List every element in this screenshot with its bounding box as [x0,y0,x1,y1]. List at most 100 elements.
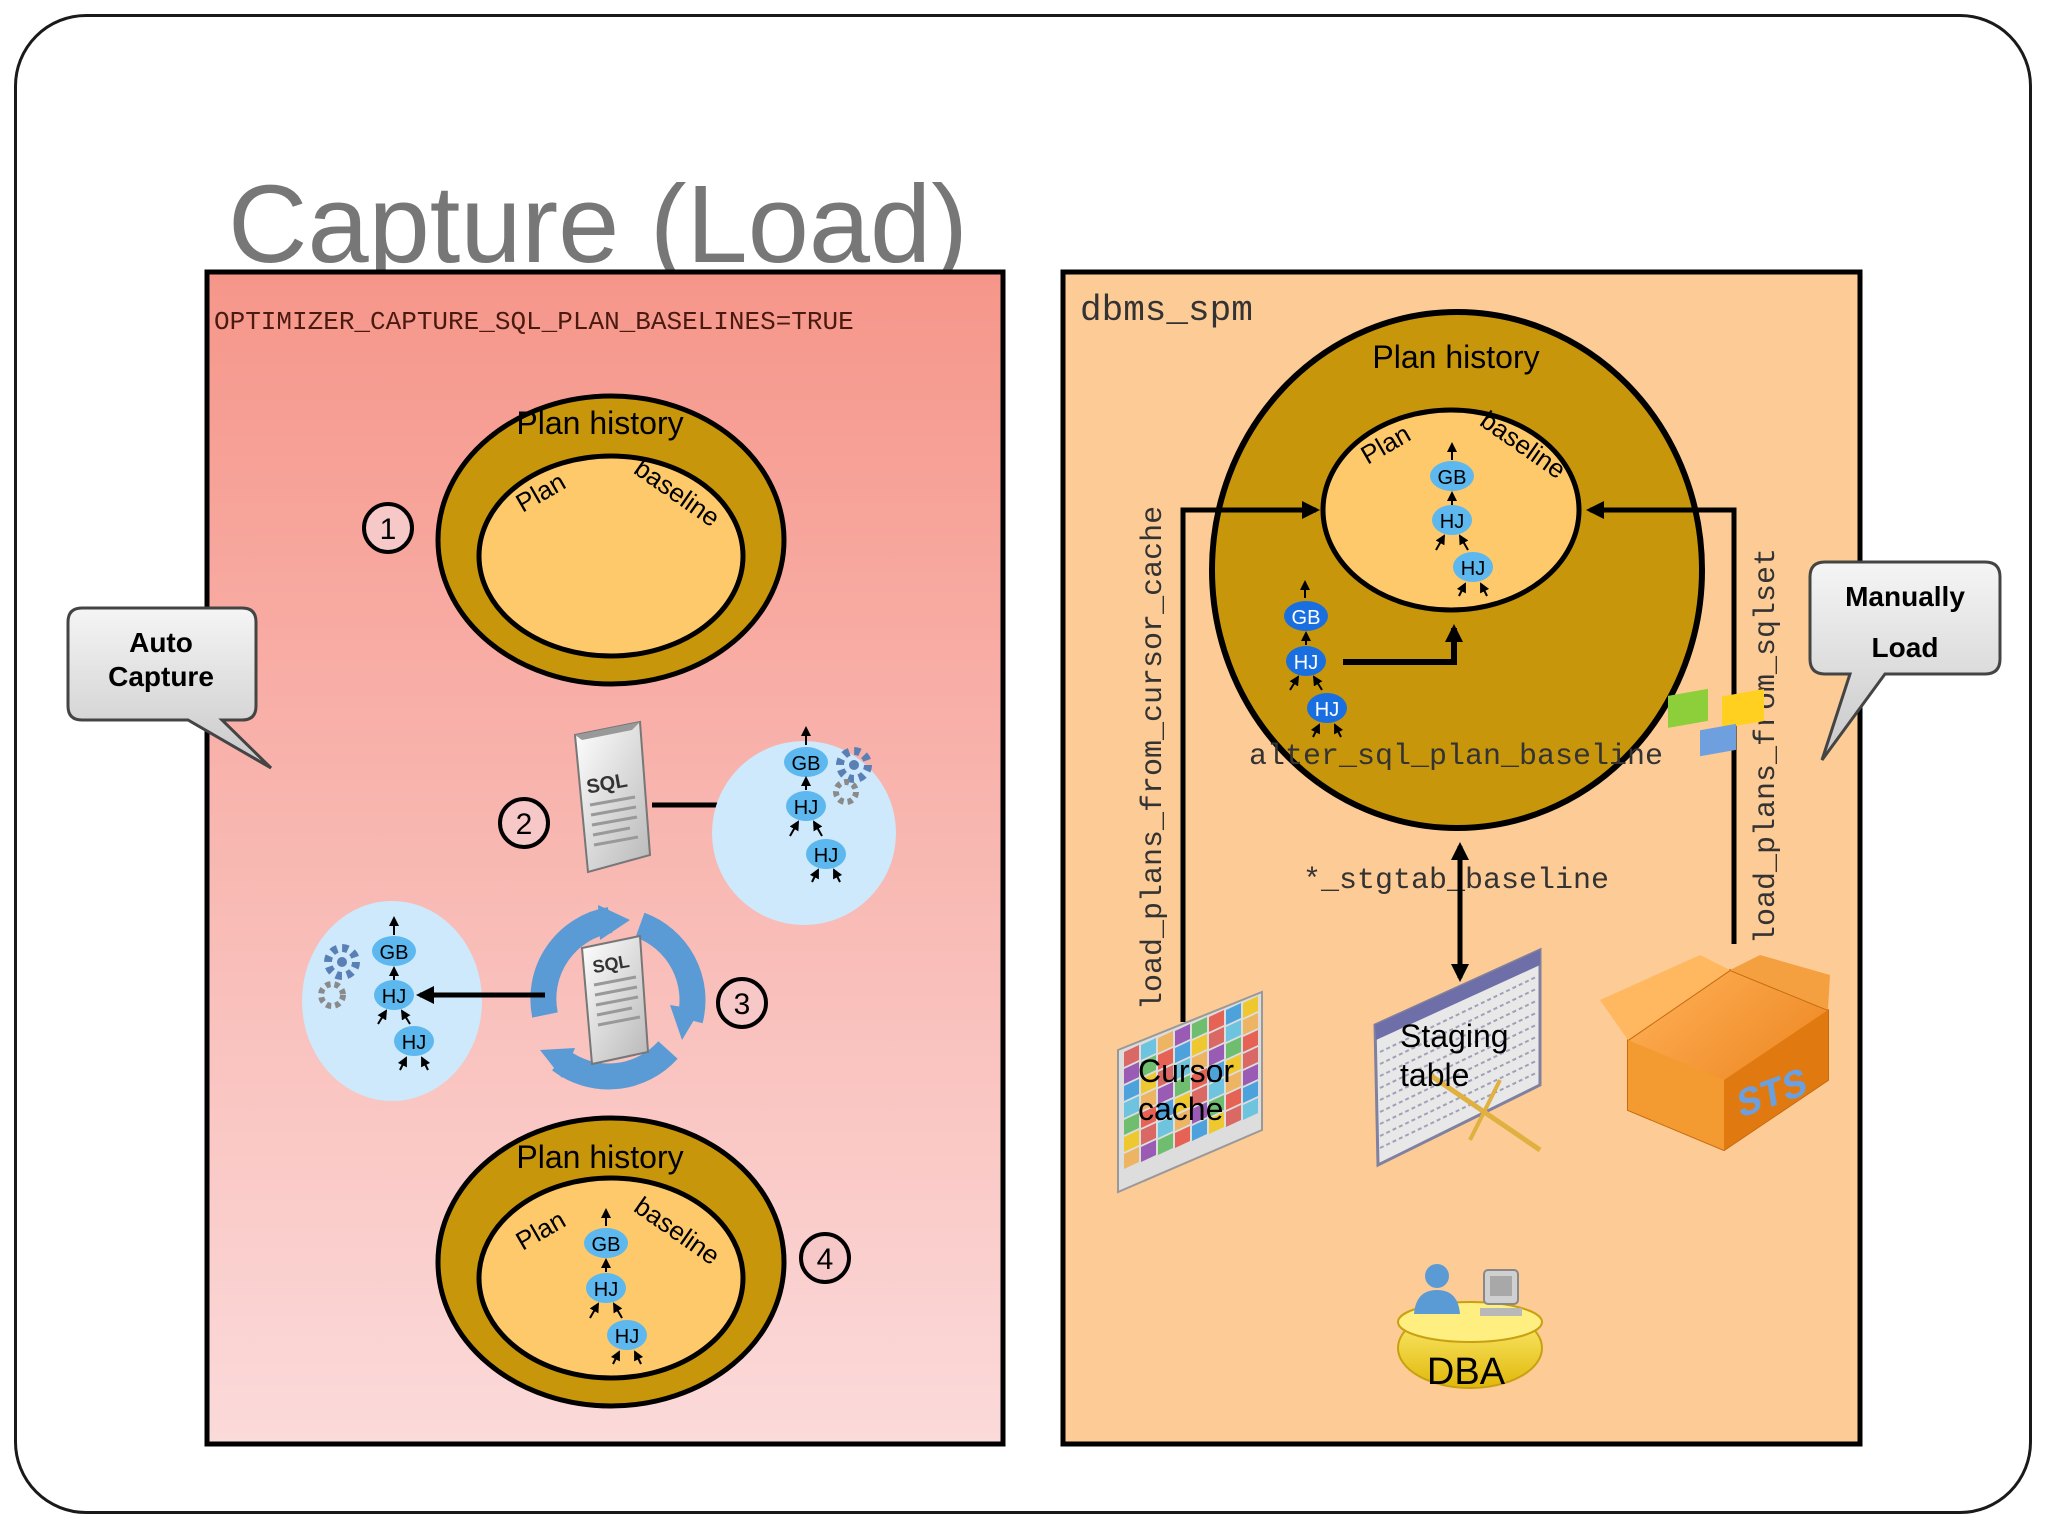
hj-node [1453,552,1493,582]
cache-cell [1226,1088,1241,1110]
computer-icon [1480,1269,1522,1316]
hj-node-label: HJ [615,1326,639,1348]
plan-baseline-area [476,453,746,659]
step-3-marker: 3 [716,977,768,1029]
history-plan-tree: GB HJ HJ [1284,580,1347,738]
cache-cell [1141,1038,1156,1060]
hj-node [607,1320,647,1350]
staging-table-label-2: table [1400,1057,1469,1093]
load-cursor-arrow [1180,501,1320,1022]
hj-node [1286,646,1326,676]
sts-box-icon: STS [1600,688,1830,1152]
plan-bubble-executed: GB HJ HJ [302,901,482,1101]
cache-cell [1141,1089,1156,1111]
staging-table-label-1: Staging [1400,1018,1509,1054]
slide-title: Capture (Load) [228,163,968,286]
gb-node [1430,461,1474,491]
cache-cell [1124,1079,1139,1101]
manual-load-label-2: Load [1872,632,1939,663]
cursor-cache-label-1: Cursor [1138,1053,1234,1089]
cursor-cache-icon: Cursor cache [1117,990,1263,1194]
table-row-line [1379,1012,1537,1089]
cache-cell [1158,1133,1173,1155]
person-icon [1414,1264,1460,1314]
hj-node [806,839,846,869]
load-sqlset-arrow [1586,501,1737,944]
cache-cell [1141,1123,1156,1145]
table-row-line [1379,1060,1537,1137]
package-name: dbms_spm [1080,290,1253,331]
manual-load-panel: dbms_spm Plan history Plan baseline GB H… [1060,269,1863,1447]
gb-node [1284,601,1328,631]
manual-load-label-1: Manually [1845,581,1965,612]
cache-cell [1175,1109,1190,1131]
table-row-line [1379,1072,1537,1149]
hj-node [786,791,826,821]
cache-cell [1243,1013,1258,1035]
plan-history-label: Plan history [1372,339,1539,375]
auto-capture-panel: OPTIMIZER_CAPTURE_SQL_PLAN_BASELINES=TRU… [204,269,1006,1447]
cache-cell [1124,1045,1139,1067]
cache-cell [1124,1113,1139,1135]
step-4-number: 4 [817,1243,834,1276]
cache-cell [1209,1027,1224,1049]
load-sqlset-label: load_plans_from_sqlset [1750,548,1784,944]
plan-bubble-parsed: GB HJ HJ [712,726,896,925]
gear-icon [318,944,360,1009]
step-3-number: 3 [734,988,751,1021]
dba-icon: DBA [1397,1264,1543,1393]
cache-cell [1175,1058,1190,1080]
table-row-line [1379,976,1537,1053]
step-4-marker: 4 [799,1232,851,1284]
manual-load-callout: Manually Load [1808,560,2002,761]
stgtab-baseline-label: *_stgtab_baseline [1303,864,1609,898]
auto-capture-callout: Auto Capture [66,606,273,770]
sql-execution-cycle-icon: SQL [530,905,706,1090]
table-row-line [1379,1036,1537,1113]
cache-cell [1226,1020,1241,1042]
hj-node [1307,693,1347,723]
hj-node-label: HJ [382,986,406,1008]
gb-node-label: GB [592,1234,621,1256]
cache-cell [1209,1095,1224,1117]
hj-node-label: HJ [794,797,818,819]
cache-cell [1124,1096,1139,1118]
cache-cell [1175,1092,1190,1114]
cache-cell [1226,1003,1241,1025]
cache-cell [1209,1044,1224,1066]
cache-cell [1175,1075,1190,1097]
cache-cell [1158,1116,1173,1138]
step-2-number: 2 [516,808,533,841]
accepted-plan-tree: GB HJ HJ [1430,442,1493,597]
step-2-marker: 2 [498,797,550,849]
cache-cell [1124,1062,1139,1084]
plan-history-label: Plan history [516,405,683,441]
cache-cell [1175,1041,1190,1063]
gb-node-label: GB [1438,467,1467,489]
hj-node [394,1026,434,1056]
plan-history-top: Plan history Plan baseline [435,393,787,687]
gb-node-label: GB [380,942,409,964]
cache-cell [1192,1017,1207,1039]
cache-cell [1243,1030,1258,1052]
hj-node [1432,505,1472,535]
hj-node-label: HJ [1294,652,1318,674]
gb-node [584,1228,628,1258]
hj-node-label: HJ [814,845,838,867]
cache-cell [1141,1072,1156,1094]
cache-cell [1209,1078,1224,1100]
hj-node-label: HJ [402,1032,426,1054]
cache-cell [1158,1065,1173,1087]
cursor-cache-label-2: cache [1138,1091,1223,1127]
cache-cell [1141,1106,1156,1128]
cache-cell [1158,1099,1173,1121]
gb-node [372,936,416,966]
cache-cell [1226,1105,1241,1127]
alter-baseline-label: alter_sql_plan_baseline [1249,740,1663,774]
cache-cell [1192,1102,1207,1124]
auto-capture-label-2: Capture [108,661,214,692]
gb-node [784,747,828,777]
cache-cell [1209,1112,1224,1134]
cache-cell [1158,1082,1173,1104]
